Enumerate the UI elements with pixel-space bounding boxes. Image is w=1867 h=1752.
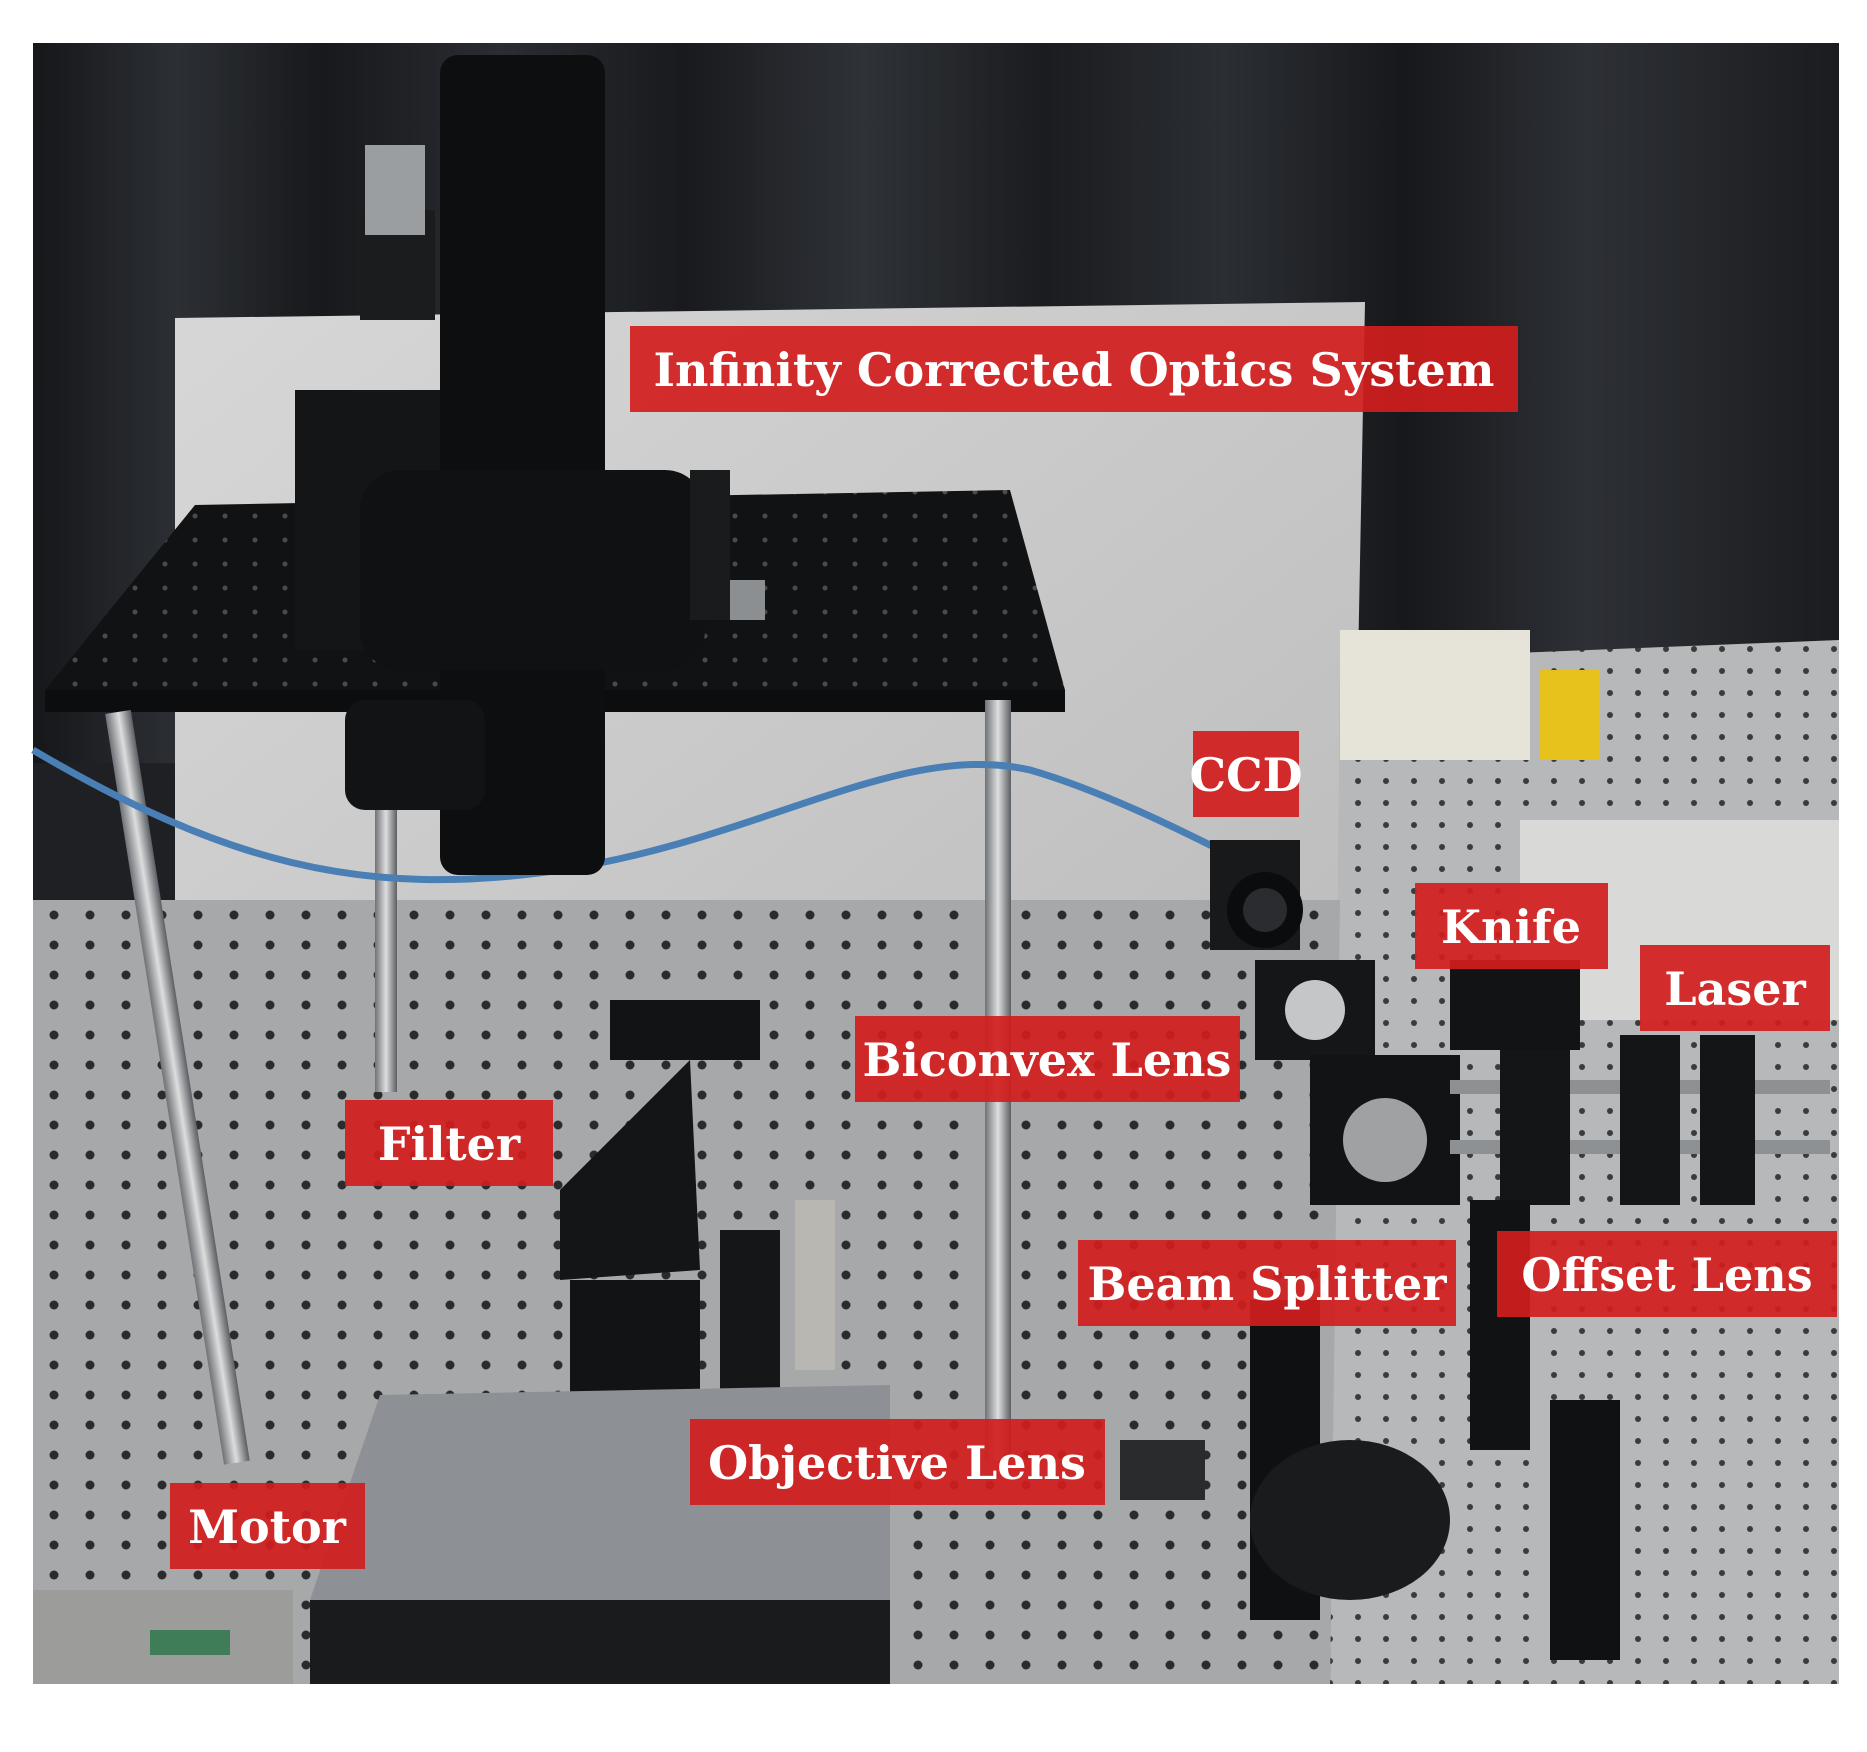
right-box-small [1340, 630, 1530, 760]
label-offset-lens-text: Offset Lens [1521, 1248, 1812, 1302]
label-filter-text: Filter [378, 1117, 521, 1171]
label-ccd-text: CCD [1189, 748, 1302, 802]
label-knife: Knife [1415, 883, 1608, 969]
label-beam-splitter: Beam Splitter [1078, 1240, 1456, 1326]
label-filter: Filter [345, 1100, 553, 1186]
label-infinity-corrected-optics-system-text: Infinity Corrected Optics System [654, 343, 1495, 397]
label-motor: Motor [170, 1483, 365, 1569]
label-motor-text: Motor [188, 1500, 347, 1554]
ccd-camera [1210, 840, 1303, 950]
label-biconvex-lens: Biconvex Lens [855, 1016, 1240, 1102]
blue-cable [31, 746, 1222, 884]
label-objective-lens: Objective Lens [690, 1419, 1105, 1505]
label-objective-lens-text: Objective Lens [708, 1436, 1086, 1490]
optics-cage [1120, 960, 1830, 1660]
label-laser-text: Laser [1664, 962, 1806, 1016]
label-infinity-corrected-optics-system: Infinity Corrected Optics System [630, 326, 1518, 412]
support-rod-left [105, 709, 250, 1465]
label-offset-lens: Offset Lens [1497, 1231, 1837, 1317]
label-biconvex-lens-text: Biconvex Lens [863, 1033, 1232, 1087]
label-knife-text: Knife [1441, 900, 1581, 954]
optics-tube [295, 55, 765, 875]
label-beam-splitter-text: Beam Splitter [1088, 1257, 1448, 1311]
yellow-item [1540, 670, 1600, 760]
label-ccd: CCD [1189, 731, 1303, 817]
label-laser: Laser [1640, 945, 1830, 1031]
